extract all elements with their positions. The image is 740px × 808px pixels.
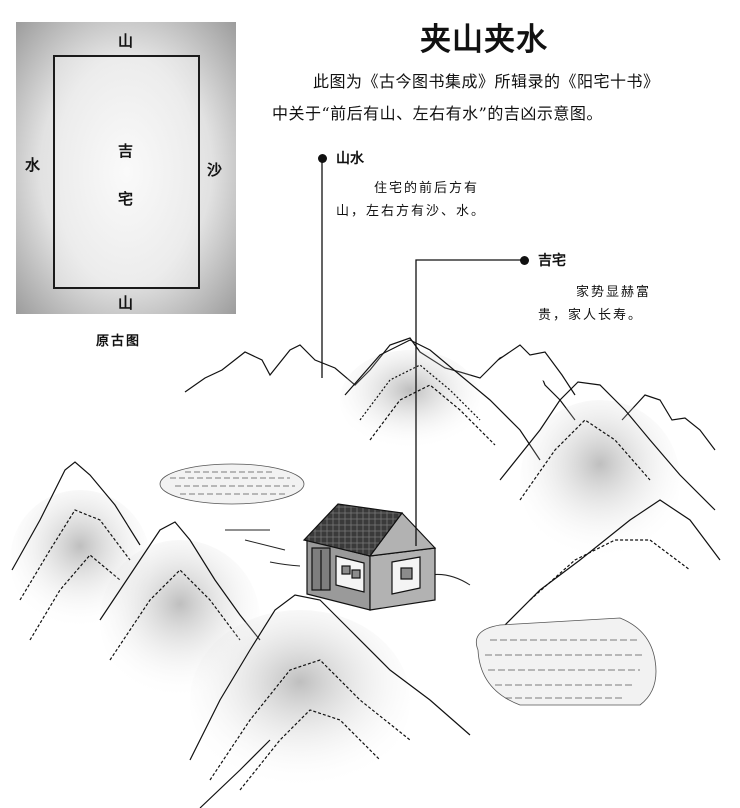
- callout-title-auspicious-house: 吉宅: [538, 253, 566, 269]
- right-mountain: [499, 381, 716, 511]
- label-house: 宅: [118, 190, 134, 208]
- callout-text-line-1: 住宅的前后方有: [374, 181, 480, 196]
- house-plot-frame: [53, 55, 200, 289]
- mountain-group: [10, 339, 721, 808]
- callout-text-auspicious-house: 家势显赫富 贵，家人长寿。: [538, 281, 651, 327]
- label-mountain-bottom: 山: [118, 294, 134, 312]
- page-title: 夹山夹水: [420, 22, 548, 58]
- right-front-ridge: [489, 499, 721, 641]
- description-line-1: 此图为《古今图书集成》所辑录的《阳宅十书》: [313, 72, 660, 91]
- original-diagram: 山 山 水 沙 吉 宅: [16, 22, 236, 314]
- original-diagram-caption: 原古图: [96, 334, 142, 349]
- callout-dot-mountain-water: [318, 154, 327, 163]
- callout-text-mountain-water: 住宅的前后方有 山，左右方有沙、水。: [336, 177, 486, 223]
- left-mountain: [11, 461, 141, 571]
- label-water-left: 水: [25, 156, 41, 174]
- pond-left: [159, 463, 305, 505]
- pond-right: [475, 617, 657, 706]
- house: [302, 503, 437, 611]
- label-auspicious: 吉: [118, 142, 134, 160]
- callout-text-line-2: 山，左右方有沙、水。: [336, 204, 487, 219]
- callout-leader-lines: [321, 158, 524, 546]
- leader-line-auspicious-house: [415, 259, 524, 546]
- far-right-ridge: [621, 394, 716, 451]
- callout-text-line-1: 家势显赫富: [576, 285, 652, 300]
- label-sand-right: 沙: [207, 161, 223, 179]
- center-back-mountain: [344, 339, 541, 461]
- house-roof: [302, 503, 404, 557]
- front-mountain: [189, 594, 471, 761]
- label-mountain-top: 山: [118, 32, 134, 50]
- callout-dot-auspicious-house: [520, 256, 529, 265]
- callout-title-mountain-water: 山水: [336, 151, 364, 167]
- left-center-mountain: [99, 521, 261, 641]
- callout-text-line-2: 贵，家人长寿。: [538, 308, 644, 323]
- description-line-2: 中关于“前后有山、左右有水”的吉凶示意图。: [272, 104, 603, 123]
